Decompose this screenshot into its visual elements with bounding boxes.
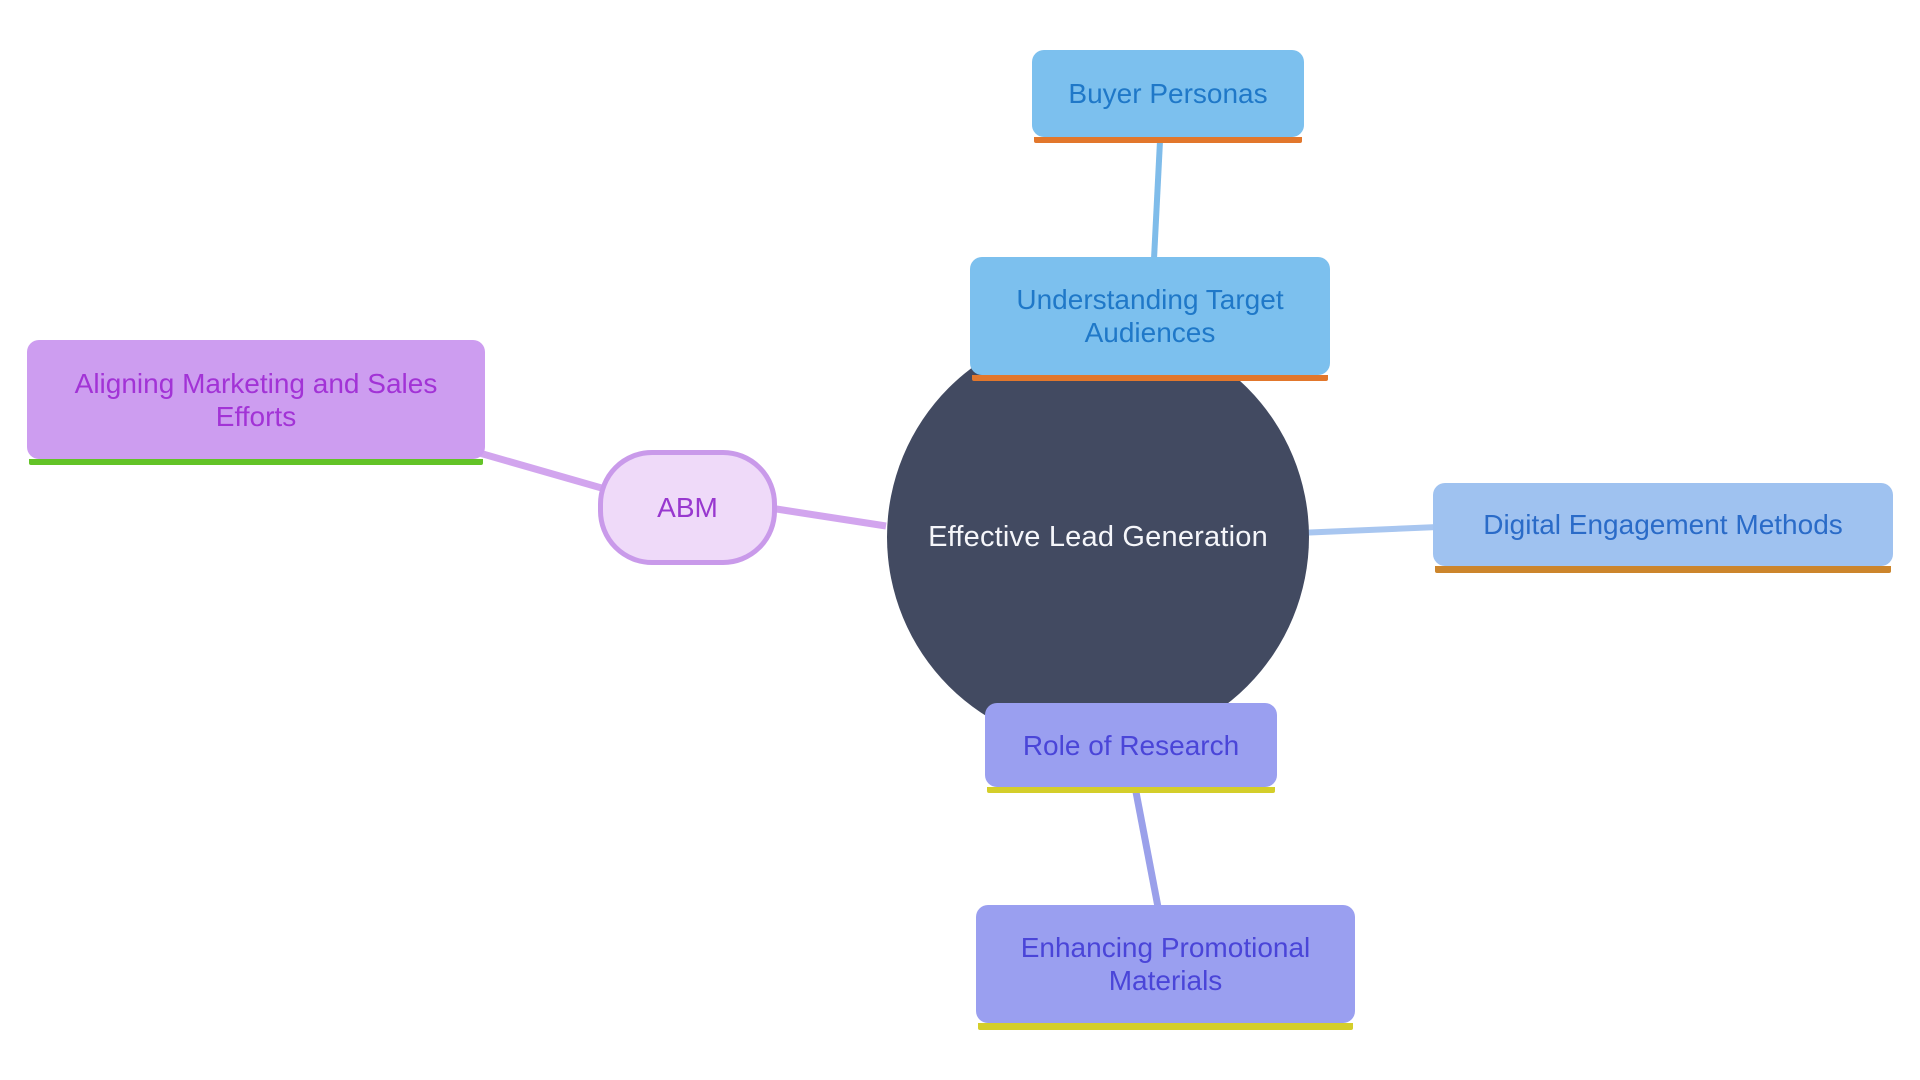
node-abm[interactable]: ABM [598,450,777,565]
connector-center-to-digital [1297,524,1439,536]
node-enhancing-promotional-materials-underline [978,1023,1353,1030]
node-role-of-research-underline [987,787,1275,793]
node-aligning-marketing-sales-efforts-label: Aligning Marketing and Sales Efforts [74,367,438,432]
connector-role-to-enhancing [1132,791,1162,908]
node-aligning-marketing-sales-efforts[interactable]: Aligning Marketing and Sales Efforts [27,340,485,465]
node-buyer-personas-underline [1034,137,1302,143]
node-digital-engagement-methods[interactable]: Digital Engagement Methods [1433,483,1893,573]
node-role-of-research-label: Role of Research [1022,729,1240,761]
node-role-of-research[interactable]: Role of Research [985,703,1277,793]
node-understanding-target-audiences-label: Understanding Target Audiences [1016,284,1284,348]
node-buyer-personas-label: Buyer Personas [1068,78,1268,109]
connector-abm-to-aligning [475,448,613,495]
central-topic-label: Effective Lead Generation [928,520,1268,553]
node-enhancing-promotional-materials-label: Enhancing Promotional Materials [1020,932,1311,996]
connector-buyer-to-understanding [1151,140,1163,260]
node-understanding-target-audiences-underline [972,375,1328,381]
connector-center-to-abm [769,504,887,530]
node-enhancing-promotional-materials[interactable]: Enhancing Promotional Materials [976,905,1355,1030]
node-understanding-target-audiences[interactable]: Understanding Target Audiences [970,257,1330,381]
node-aligning-marketing-sales-efforts-underline [29,459,483,465]
node-buyer-personas[interactable]: Buyer Personas [1032,50,1304,143]
node-digital-engagement-methods-underline [1435,566,1891,573]
node-abm-label: ABM [657,491,718,523]
central-topic-node[interactable]: Effective Lead Generation [887,326,1309,748]
node-digital-engagement-methods-label: Digital Engagement Methods [1483,509,1843,540]
